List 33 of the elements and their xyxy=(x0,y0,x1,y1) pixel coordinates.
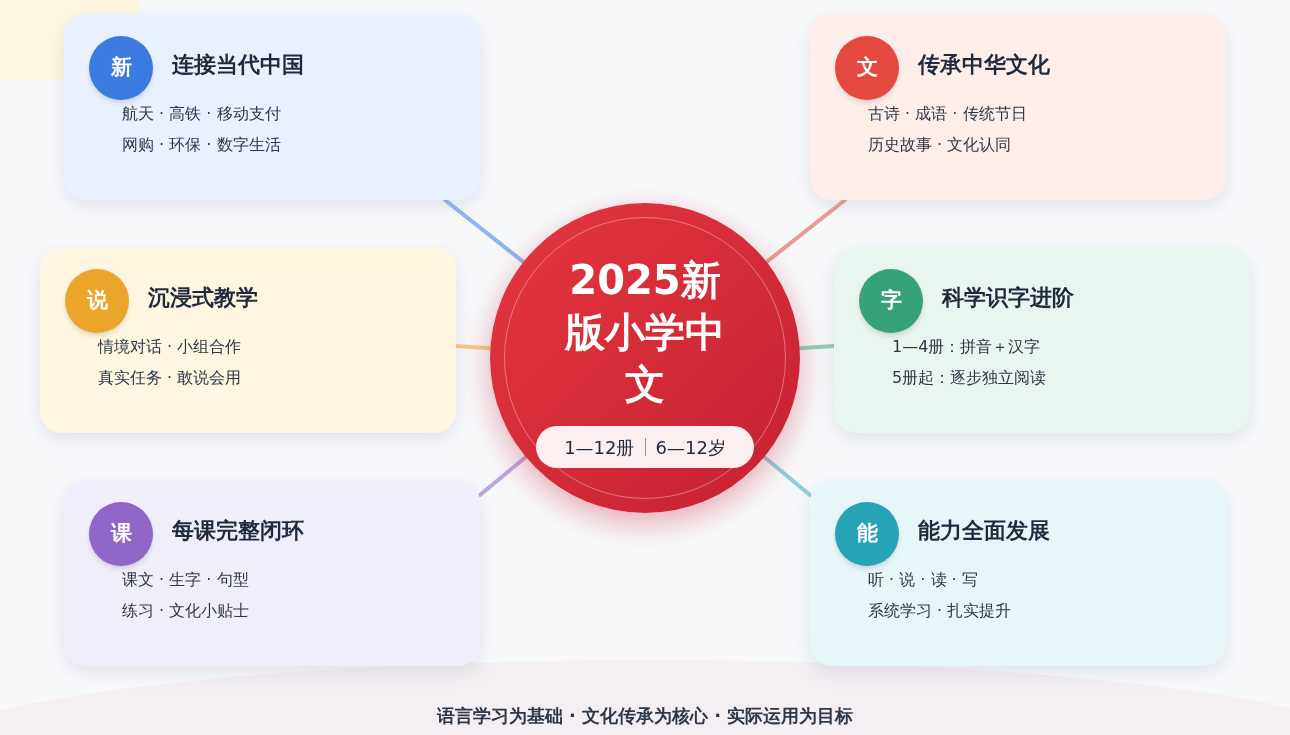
card-text: 听 · 说 · 读 · 写 xyxy=(868,569,978,591)
topic-card xyxy=(810,14,1226,200)
card-title: 连接当代中国 xyxy=(172,51,304,79)
topic-card xyxy=(64,480,480,666)
card-text: 情境对话 · 小组合作 xyxy=(98,336,242,358)
card-text: 古诗 · 成语 · 传统节日 xyxy=(868,103,1027,125)
topic-card xyxy=(40,247,456,433)
card-text: 网购 · 环保 · 数字生活 xyxy=(122,134,281,156)
card-text: 历史故事 · 文化认同 xyxy=(868,134,1012,156)
connector-line xyxy=(764,198,847,264)
card-text: 课文 · 生字 · 句型 xyxy=(122,569,249,591)
card-text: 系统学习 · 扎实提升 xyxy=(868,600,1012,622)
card-title: 传承中华文化 xyxy=(918,51,1050,79)
age-range: 6—12岁 xyxy=(655,435,726,460)
topic-card xyxy=(810,480,1226,666)
connector-line xyxy=(478,455,528,497)
topic-card xyxy=(834,247,1250,433)
card-title: 能力全面发展 xyxy=(918,517,1050,545)
topic-card xyxy=(64,14,480,200)
card-text: 5册起：逐步独立阅读 xyxy=(892,367,1047,389)
card-text: 真实任务 · 敢说会用 xyxy=(98,367,242,389)
card-text: 航天 · 高铁 · 移动支付 xyxy=(122,103,281,125)
center-title: 2025新版小学中文 xyxy=(563,256,726,409)
card-title: 每课完整闭环 xyxy=(172,517,304,545)
connector-line xyxy=(762,455,812,497)
connector-line xyxy=(797,344,836,351)
card-text: 练习 · 文化小贴士 xyxy=(122,600,250,622)
footer-note: 语言学习为基础 · 文化传承为核心 · 实际运用为目标 xyxy=(435,704,855,728)
volume-range: 1—12册 xyxy=(564,435,635,460)
card-text: 1—4册：拼音＋汉字 xyxy=(892,336,1041,358)
card-title: 科学识字进阶 xyxy=(942,284,1074,312)
connector-line xyxy=(443,198,526,264)
card-title: 沉浸式教学 xyxy=(148,284,258,312)
